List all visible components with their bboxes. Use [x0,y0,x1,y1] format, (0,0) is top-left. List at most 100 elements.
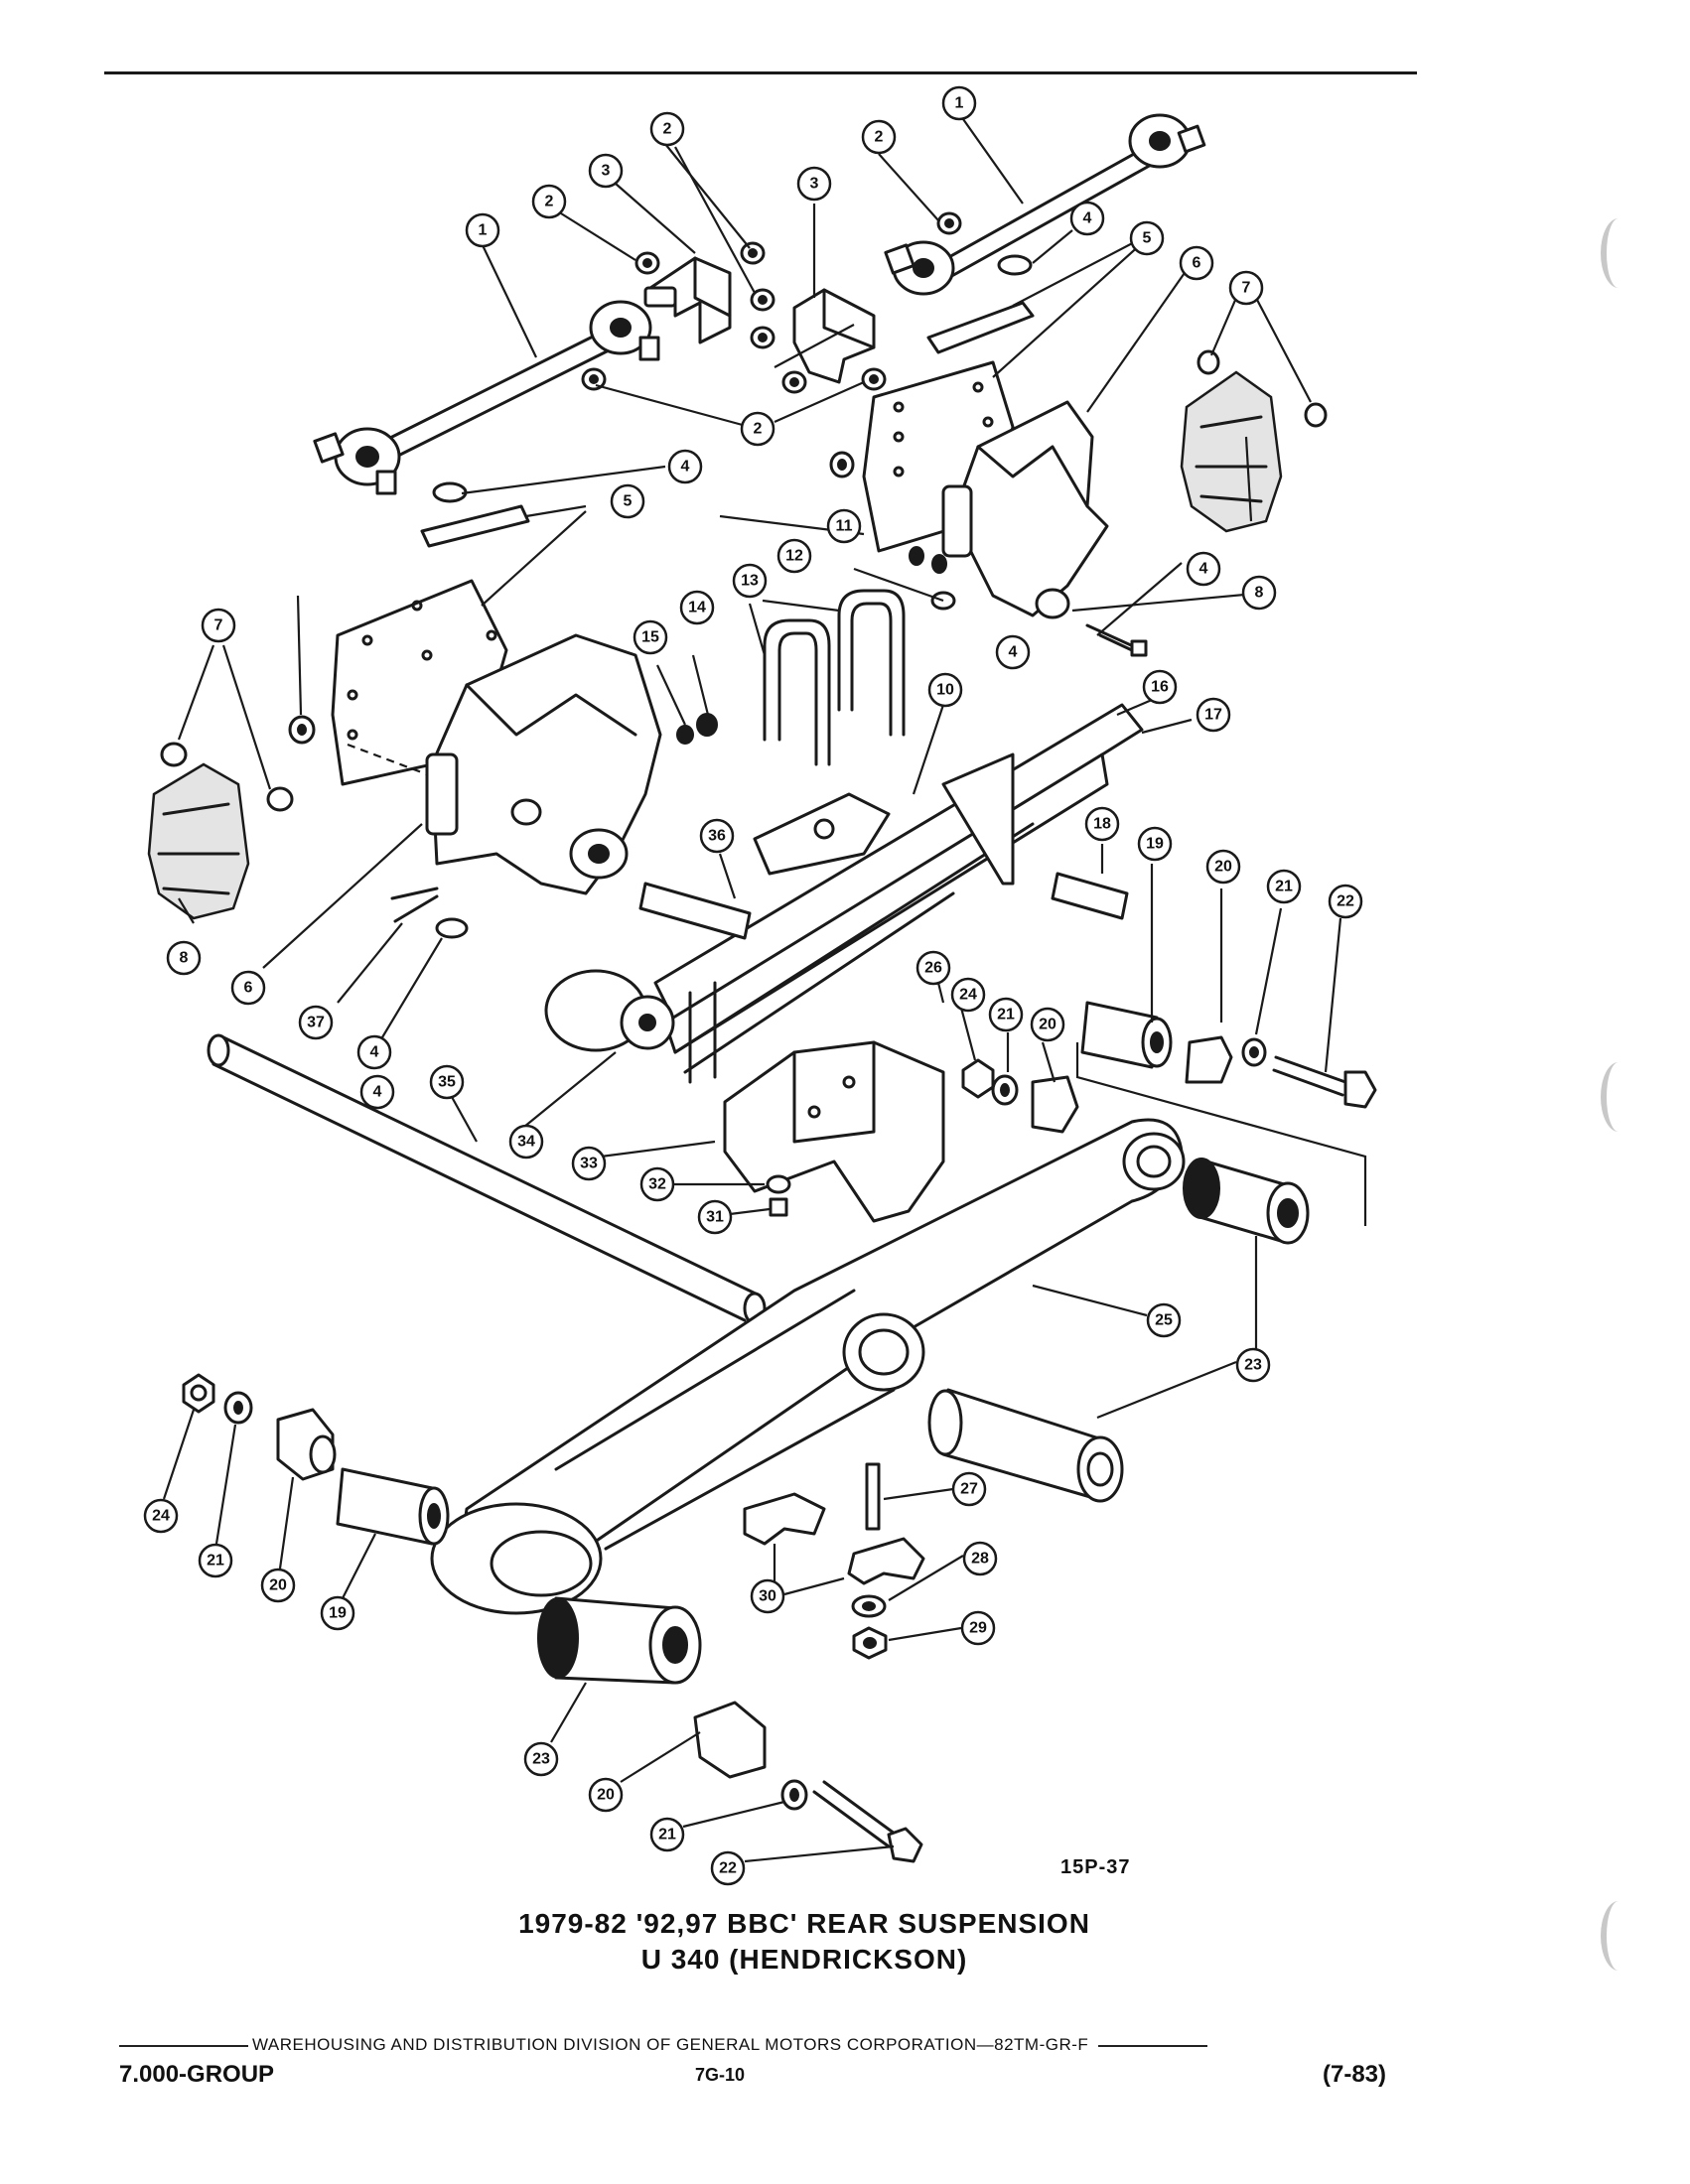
svg-text:36: 36 [708,828,726,845]
callout-bubbles: 1 2 3 2 3 2 1 4 5 6 7 2 4 5 11 12 13 4 8… [143,85,1363,1886]
callout-bubble: 2 [740,411,775,447]
svg-text:13: 13 [741,573,759,590]
callout-bubble: 36 [699,818,735,854]
callout-bubble: 19 [1137,826,1173,862]
saddle-cap-right [1180,349,1328,533]
callout-bubble: 8 [1241,575,1277,611]
small-hardware [393,894,791,1217]
callout-bubble: 24 [143,1498,179,1534]
footer-distribution-line: WAREHOUSING AND DISTRIBUTION DIVISION OF… [119,2035,1208,2055]
svg-text:30: 30 [759,1588,776,1605]
svg-text:6: 6 [244,980,253,997]
svg-text:4: 4 [1083,210,1092,227]
footer-rule-right [1098,2044,1208,2047]
frame-hanger-left [288,579,662,895]
callout-bubble: 35 [429,1064,465,1100]
footer-page-number: 7G-10 [695,2065,746,2085]
callout-bubble: 20 [1030,1007,1065,1042]
callout-bubble: 21 [198,1543,233,1578]
frame-hanger-right [862,360,1109,619]
svg-text:22: 22 [719,1860,737,1877]
svg-text:3: 3 [602,163,611,180]
callout-bubble: 20 [588,1777,624,1813]
svg-text:23: 23 [532,1751,550,1768]
torque-rod-bracket-left [643,256,732,344]
callout-bubble: 21 [1266,869,1302,904]
svg-text:2: 2 [875,129,884,146]
callout-bubble: 17 [1196,697,1231,733]
svg-text:37: 37 [307,1015,325,1031]
washer-set-upper [581,211,962,394]
svg-text:20: 20 [1039,1017,1056,1033]
top-rule [104,71,1417,74]
svg-text:4: 4 [1199,561,1208,578]
svg-text:33: 33 [580,1156,598,1172]
callout-bubble: 6 [230,970,266,1006]
svg-text:23: 23 [1244,1357,1262,1374]
svg-text:21: 21 [658,1827,676,1843]
svg-text:17: 17 [1204,707,1222,724]
figure-code: 15P-37 [1060,1856,1131,1878]
torque-rod-right [884,113,1206,296]
callout-bubble: 4 [667,449,703,484]
svg-text:3: 3 [810,176,819,193]
svg-text:1: 1 [955,95,964,112]
beam-bushings [276,1001,1310,1779]
callout-bubble: 21 [649,1817,685,1852]
binder-hole-middle [1601,1062,1636,1132]
callout-bubble: 22 [1328,884,1363,919]
callout-bubble: 2 [531,184,567,219]
callout-bubble: 4 [359,1074,395,1110]
spacer-plates [420,254,1035,548]
callout-bubble: 27 [951,1471,987,1507]
svg-text:4: 4 [370,1044,379,1061]
stud-and-clamps [743,1462,925,1660]
svg-text:18: 18 [1093,816,1111,833]
svg-text:27: 27 [960,1481,978,1498]
callout-bubble: 7 [1228,270,1264,306]
figure-caption-title: 1979-82 '92,97 BBC' REAR SUSPENSION [518,1908,1090,1939]
callout-bubble: 18 [1084,806,1120,842]
binder-hole-top [1601,218,1636,288]
callout-bubble: 31 [697,1199,733,1235]
callout-bubble: 5 [1129,220,1165,256]
callout-bubble: 24 [950,977,986,1013]
svg-text:2: 2 [663,121,672,138]
equalizer-beam [430,1118,1186,1615]
svg-text:2: 2 [754,421,763,438]
footer-revision: (7-83) [1323,2061,1387,2088]
callout-bubble: 10 [927,672,963,708]
callout-bubble: 12 [776,538,812,574]
callout-bubble: 2 [649,111,685,147]
svg-text:1: 1 [479,222,488,239]
footer-group: 7.000-GROUP [119,2061,275,2088]
callout-bubble: 25 [1146,1302,1182,1338]
callout-bubble: 5 [610,483,645,519]
svg-text:7: 7 [214,617,223,634]
callout-bubble: 11 [826,508,862,544]
svg-text:4: 4 [373,1084,382,1101]
svg-text:10: 10 [936,682,954,699]
callout-bubble: 22 [710,1850,746,1886]
callout-bubble: 21 [988,997,1024,1032]
svg-text:20: 20 [269,1577,287,1594]
svg-text:14: 14 [688,600,706,616]
figure-caption-subtitle: U 340 (HENDRICKSON) [640,1944,968,1975]
callout-bubble: 15 [633,619,668,655]
callout-bubble: 28 [962,1541,998,1576]
svg-text:29: 29 [969,1620,987,1637]
callout-bubble: 4 [1186,551,1221,587]
callout-bubble: 20 [1205,849,1241,885]
leaf-spring [544,703,1144,1084]
callout-bubble: 23 [1235,1347,1271,1383]
callout-bubble: 23 [523,1741,559,1777]
callout-bubble: 4 [1069,201,1105,236]
svg-text:12: 12 [785,548,803,565]
callout-bubble: 3 [796,166,832,202]
callout-bubble: 14 [679,590,715,625]
svg-text:2: 2 [545,194,554,210]
callout-bubble: 34 [508,1124,544,1160]
callout-bubble: 1 [465,212,500,248]
svg-text:8: 8 [180,950,189,967]
